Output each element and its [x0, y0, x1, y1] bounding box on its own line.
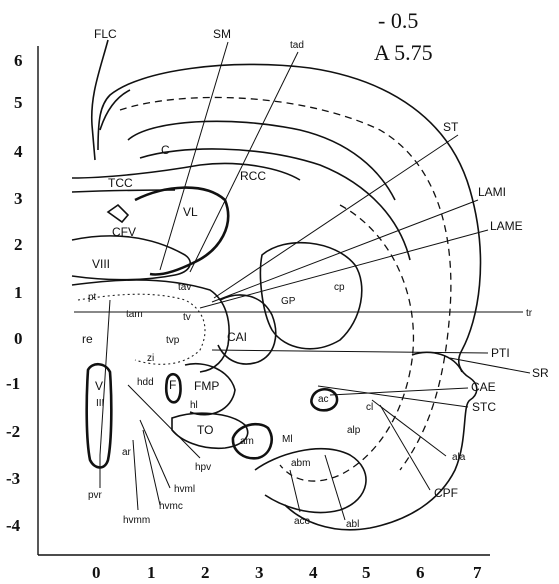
label-tr: tr [526, 308, 533, 319]
leader-st [214, 135, 458, 298]
x-tick-label: 2 [201, 563, 210, 582]
label-viii: VIII [92, 257, 110, 271]
label-pvr: pvr [88, 490, 103, 501]
label-stc: STC [472, 400, 496, 414]
leader-ala [372, 400, 446, 456]
leader-hvml [140, 420, 170, 488]
x-tick-label: 1 [147, 563, 156, 582]
x-tick-label: 4 [309, 563, 318, 582]
x-tick-labels: 0 1 2 3 4 5 6 7 [92, 563, 482, 582]
x-tick-label: 3 [255, 563, 264, 582]
leader-cae [330, 388, 468, 395]
label-v: V [95, 379, 103, 393]
label-abm: abm [291, 458, 310, 469]
leader-lami [212, 200, 478, 302]
label-cai: CAI [227, 330, 247, 344]
label-iii: III [96, 398, 104, 409]
y-tick-label: -3 [6, 469, 20, 488]
label-rcc: RCC [240, 169, 266, 183]
label-cfv: CFV [112, 225, 136, 239]
label-st: ST [443, 120, 459, 134]
leader-hpv [128, 385, 200, 458]
label-gp: GP [281, 296, 296, 307]
label-am: am [240, 436, 254, 447]
section-outlines [72, 40, 480, 530]
label-c: C [161, 143, 170, 157]
label-tvp: tvp [166, 335, 180, 346]
label-pti: PTI [491, 346, 510, 360]
anterior-coordinate: A 5.75 [374, 40, 433, 65]
label-hdd: hdd [137, 377, 154, 388]
ventricle-viii [72, 236, 190, 280]
label-tad: tad [290, 40, 304, 51]
y-tick-label: 2 [14, 235, 23, 254]
label-sm: SM [213, 27, 231, 41]
label-hvml: hvml [174, 484, 195, 495]
leader-lame [200, 230, 488, 308]
label-lami: LAMI [478, 185, 506, 199]
leader-abl [325, 455, 345, 520]
label-aco: aco [294, 516, 311, 527]
label-flc: FLC [94, 27, 117, 41]
label-cae: CAE [471, 380, 496, 394]
label-to: TO [197, 423, 213, 437]
lateral-coordinate: - 0.5 [378, 8, 418, 33]
label-hvmm: hvmm [123, 515, 150, 526]
y-tick-label: 5 [14, 93, 23, 112]
label-hl: hl [190, 400, 198, 411]
leader-hvmm [133, 440, 138, 510]
leader-tad [190, 52, 298, 272]
leader-pti [212, 350, 488, 353]
leader-cpf [380, 405, 430, 490]
y-tick-label: 6 [14, 51, 23, 70]
label-tcc: TCC [108, 176, 133, 190]
label-tam: tam [126, 309, 143, 320]
label-re: re [82, 332, 93, 346]
label-pt: pt [88, 292, 97, 303]
x-tick-label: 6 [416, 563, 425, 582]
x-tick-label: 5 [362, 563, 371, 582]
cfv-shape [108, 205, 128, 222]
y-tick-label: 0 [14, 329, 23, 348]
leader-sm [160, 42, 228, 270]
y-tick-label: 3 [14, 189, 23, 208]
label-abl: abl [346, 519, 359, 530]
label-f: F [169, 378, 176, 392]
y-tick-label: -2 [6, 422, 20, 441]
sr-contour [412, 352, 462, 372]
label-ala: ala [452, 452, 466, 463]
label-alp: alp [347, 425, 361, 436]
label-hpv: hpv [195, 462, 211, 473]
label-tav: tav [178, 282, 191, 293]
leader-hvmc [143, 430, 160, 505]
flc-groove-inner [100, 90, 130, 130]
y-tick-label: 4 [14, 142, 23, 161]
label-hvmc: hvmc [159, 501, 183, 512]
lateral-ventricle [135, 188, 228, 275]
label-cpf: CPF [434, 486, 458, 500]
label-ar: ar [122, 447, 132, 458]
label-cp: cp [334, 282, 345, 293]
label-cl: cl [366, 402, 373, 413]
x-tick-label: 0 [92, 563, 101, 582]
x-tick-label: 7 [473, 563, 482, 582]
y-tick-label: 1 [14, 283, 23, 302]
label-fmp: FMP [194, 379, 219, 393]
label-lame: LAME [490, 219, 523, 233]
label-sr: SR [532, 366, 549, 380]
label-ml: Ml [282, 434, 293, 445]
label-vl: VL [183, 205, 198, 219]
label-ac: ac [318, 394, 329, 405]
label-tv: tv [183, 312, 191, 323]
leader-pt [100, 300, 110, 455]
label-zi: zi [147, 353, 154, 364]
inner-dashed-layer [280, 205, 413, 481]
leader-aco [290, 470, 300, 512]
thalamus-dotted [78, 294, 205, 364]
y-tick-label: -1 [6, 374, 20, 393]
y-tick-label: -4 [6, 516, 21, 535]
y-tick-labels: 6 5 4 3 2 1 0 -1 -2 -3 -4 [6, 51, 23, 535]
